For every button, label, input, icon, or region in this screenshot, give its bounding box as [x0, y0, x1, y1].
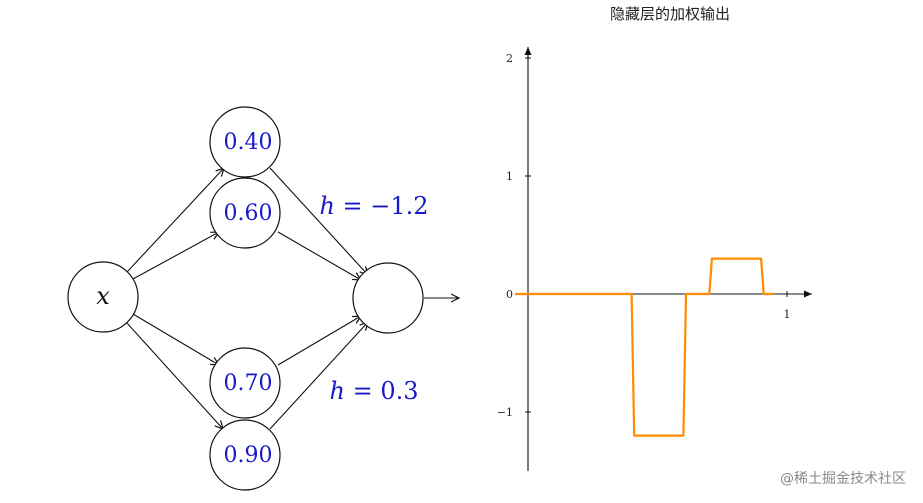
- edge-h4-to-output: [269, 322, 368, 430]
- y-tick-label: 2: [506, 52, 513, 65]
- hidden-node-1: 0.40: [209, 106, 281, 178]
- edge-input-to-h4: [125, 321, 223, 429]
- edge-input-to-h1: [126, 168, 224, 273]
- edge-h1-to-output: [269, 167, 368, 275]
- weighted-output-chart: 隐藏层的加权输出 2 1 0 −1 1: [497, 5, 812, 471]
- edge-input-to-h2: [132, 232, 219, 280]
- weight-label-top: h = −1.2: [319, 192, 428, 220]
- network-edges: [125, 167, 459, 430]
- output-node: [352, 262, 424, 334]
- axis-ticks: 2 1 0 −1 1: [497, 52, 791, 419]
- hidden-node-4-label: 0.90: [224, 443, 273, 468]
- hidden-node-2: 0.60: [209, 177, 281, 249]
- watermark: @稀土掘金技术社区: [780, 471, 906, 487]
- hidden-node-2-label: 0.60: [224, 201, 273, 226]
- edge-h3-to-output: [277, 316, 361, 366]
- chart-series: [515, 257, 774, 437]
- input-node-label: x: [96, 282, 110, 310]
- y-tick-label: −1: [497, 406, 513, 419]
- edge-input-to-h3: [132, 313, 219, 365]
- y-tick-label: 0: [506, 288, 513, 301]
- series-line: [515, 257, 774, 437]
- hidden-node-3: 0.70: [209, 347, 281, 419]
- network-diagram: x 0.40 0.60 0.70 0.90 h = −1.2 h = 0.3: [67, 106, 459, 491]
- hidden-node-4: 0.90: [209, 419, 281, 491]
- input-node: x: [67, 261, 139, 333]
- chart-title: 隐藏层的加权输出: [610, 5, 730, 23]
- edge-h2-to-output: [277, 231, 361, 280]
- weight-label-bottom: h = 0.3: [329, 377, 418, 405]
- hidden-node-3-label: 0.70: [224, 371, 273, 396]
- y-tick-label: 1: [506, 170, 513, 183]
- hidden-node-1-label: 0.40: [224, 130, 273, 155]
- x-tick-label: 1: [784, 308, 791, 321]
